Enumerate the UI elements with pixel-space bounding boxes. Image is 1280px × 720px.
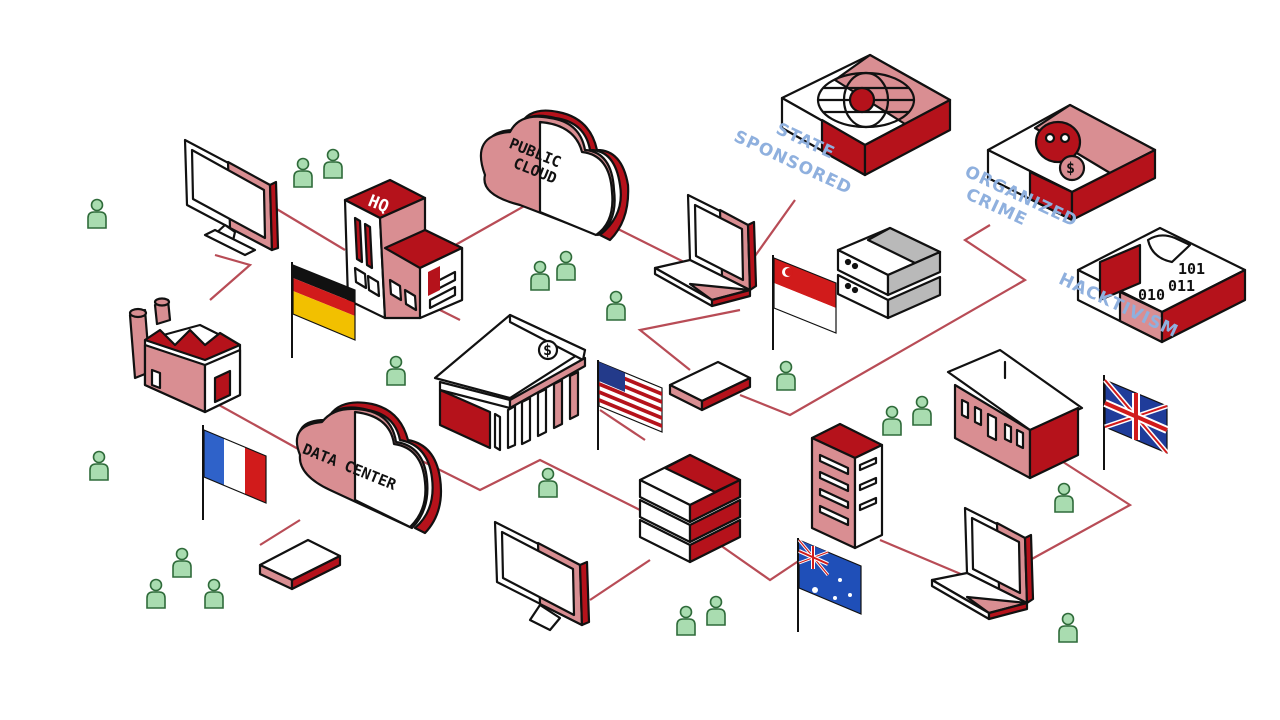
person-icon [386,355,406,386]
organized-crime-icon [986,103,1157,222]
person-icon [882,405,902,436]
house-icon [946,348,1084,480]
binary-line-2: 011 [1168,277,1195,295]
flag-icon [1103,375,1169,470]
person-icon [172,547,192,578]
factory-icon [128,297,242,414]
laptop-icon [653,193,758,308]
person-icon [530,260,550,291]
flag-icon [202,425,267,520]
hq-building-icon [343,178,464,320]
person-icon [556,250,576,281]
server-icon [836,226,942,320]
flag-icon [772,255,837,350]
bank-icon [433,313,587,452]
flag-icon [597,360,663,450]
person-icon [204,578,224,609]
tablet-icon [258,538,342,591]
person-icon [776,360,796,391]
person-icon [606,290,626,321]
person-icon [676,605,696,636]
tablet-icon [668,360,752,412]
person-icon [87,198,107,229]
hacktivism-icon [1076,226,1247,344]
bank-dollar: $ [543,341,552,359]
person-icon [89,450,109,481]
person-icon [706,595,726,626]
server-icon [638,453,742,564]
person-icon [146,578,166,609]
person-icon [912,395,932,426]
flag-icon [291,262,356,358]
person-icon [1054,482,1074,513]
person-icon [293,157,313,188]
person-icon [323,148,343,179]
person-icon [1058,612,1078,643]
binary-line-1: 101 [1178,260,1205,278]
flag-icon [797,538,862,632]
binary-line-3: 010 [1138,286,1165,304]
person-icon [538,467,558,498]
server-icon [810,422,884,550]
monitor-icon [183,138,280,257]
data-center-cloud-icon [295,401,443,535]
state-sponsored-icon [780,53,952,177]
laptop-icon [930,506,1035,621]
monitor-icon [493,520,591,632]
public-cloud-icon [479,109,630,242]
organized-crime-dollar: $ [1066,159,1075,177]
